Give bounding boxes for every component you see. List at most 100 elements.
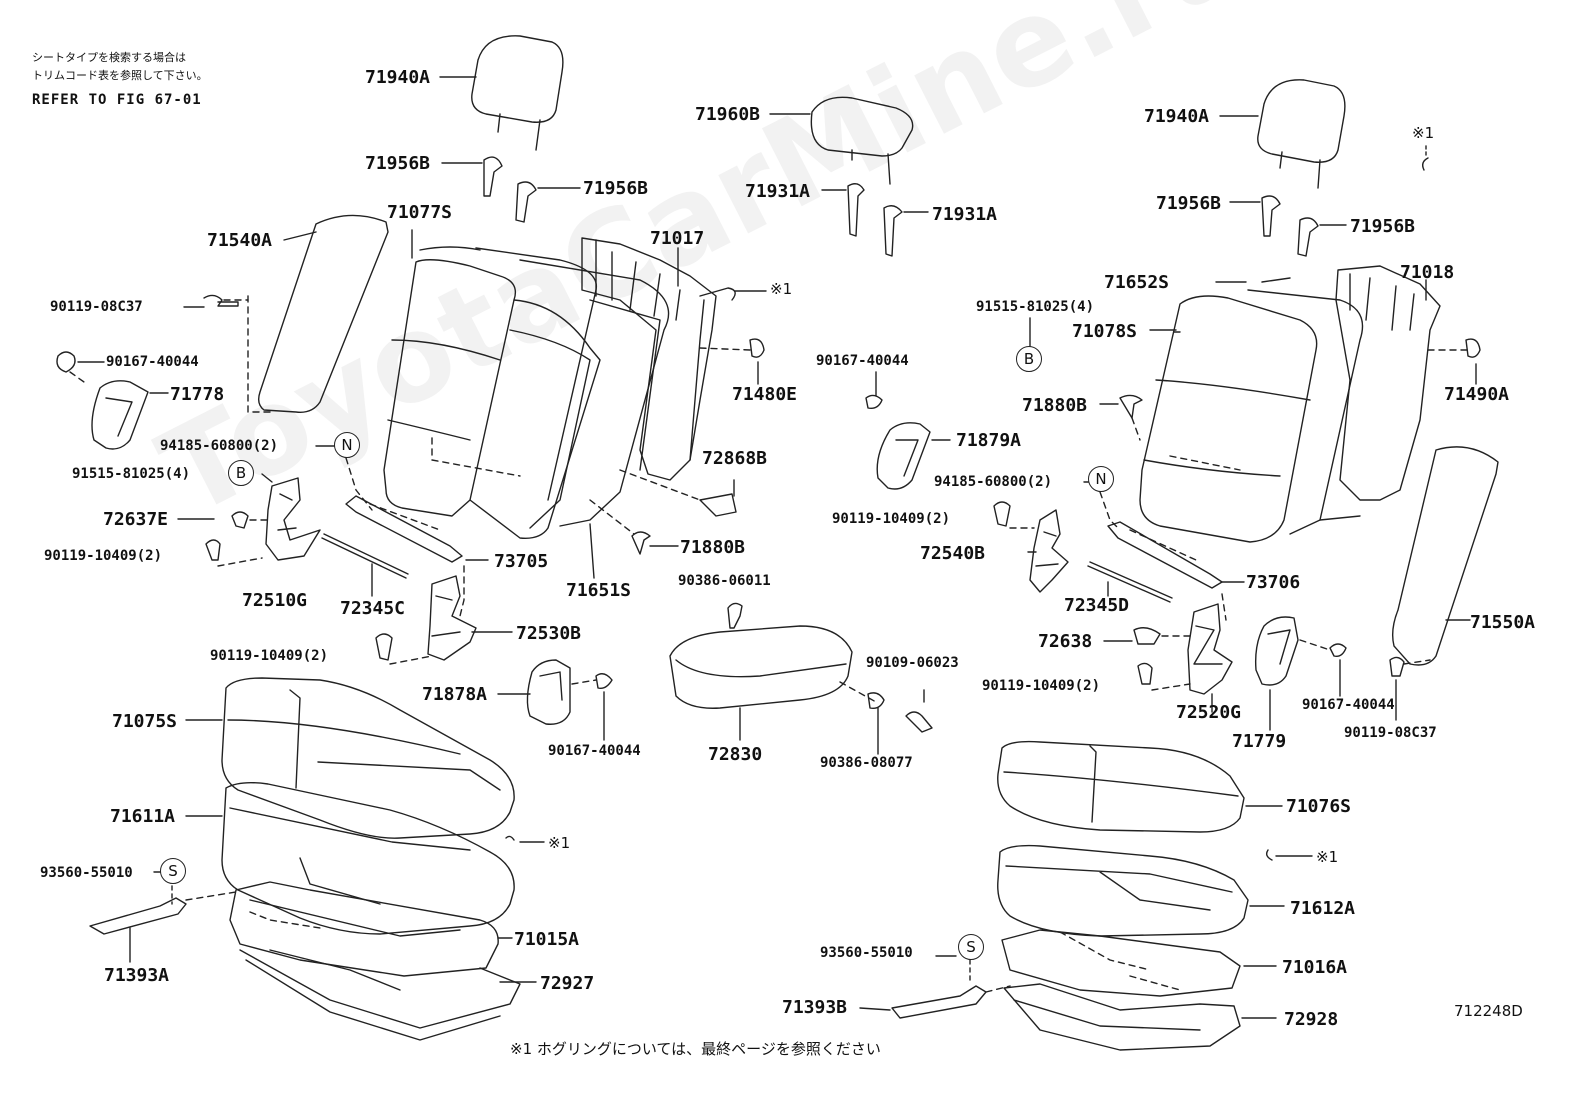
part-label: 71931A [932,204,998,225]
hinge-bracket-left-drawing [177,477,321,567]
part-label: 90386-06011 [678,573,771,589]
part-label: 71393A [104,965,170,986]
part-label: 71540A [207,230,273,251]
part-label: 73706 [1246,572,1301,593]
bolts-upper-left-drawing [56,294,249,383]
part-label: 71480E [732,384,798,405]
part-label: 71612A [1290,898,1356,919]
part-label: 94185-60800(2) [160,438,279,454]
part-label: 90119-10409(2) [982,678,1101,694]
headrest-right-drawing [1219,79,1346,189]
hog-ring-note-marker: ※1 [770,280,793,298]
headrest-left-drawing [439,35,564,151]
part-label: 71956B [583,178,649,199]
part-label: 71878A [422,684,488,705]
hog-ring-note-marker: ※1 [1412,124,1435,142]
belt-71393b-drawing [859,955,1011,1019]
part-label: 71956B [365,153,431,174]
part-label: 71015A [514,929,580,950]
part-label: 71490A [1444,384,1510,405]
part-label: 72928 [1284,1009,1339,1030]
part-label: 71611A [110,806,176,827]
clip-71880b-right-drawing [1099,394,1143,441]
cushion-cover-left-drawing [185,677,515,839]
part-label: 72345D [1064,595,1130,616]
cushion-frame-right-drawing [1001,929,1277,1051]
figure-number: 712248D [1454,1002,1523,1020]
part-label: 90119-10409(2) [210,648,329,664]
part-label: 94185-60800(2) [934,474,1053,490]
part-label: 71075S [112,711,178,732]
part-label: 90119-10409(2) [44,548,163,564]
part-label: 72830 [708,744,763,765]
hinge-72520g-drawing [1103,593,1233,713]
part-label: 72868B [702,448,768,469]
part-label: 71550A [1470,612,1536,633]
part-label: 90119-08C37 [1344,725,1437,741]
part-label: 73705 [494,551,549,572]
part-label: 90167-40044 [548,743,641,759]
side-bolster-right-drawing [1389,446,1499,721]
cover-71778-drawing [91,380,169,450]
part-label: 71018 [1400,262,1455,283]
note-line-2: トリムコード表を参照して下さい。 [32,69,208,82]
part-label: 90167-40044 [106,354,199,370]
cushion-frame-left-drawing [229,881,537,1041]
part-label: 71960B [695,104,761,125]
headrest-center-drawing [769,96,914,185]
part-label: 71940A [1144,106,1210,127]
rod-72345d-drawing [1087,561,1173,603]
cushion-pad-right-drawing [997,844,1313,937]
part-label: 72520G [1176,702,1242,723]
marker-s-left: S [160,858,186,884]
part-label: 71078S [1072,321,1138,342]
part-label: 72540B [920,543,986,564]
marker-s-right: S [958,934,984,960]
part-label: 91515-81025(4) [976,299,1095,315]
seatback-frame-left-drawing [581,237,767,481]
clip-71880b-left-drawing [589,499,679,555]
part-label: 90119-08C37 [50,299,143,315]
marker-b-right: B [1016,346,1042,372]
part-label: 72927 [540,973,595,994]
part-label: 71779 [1232,731,1287,752]
part-label: 71880B [1022,395,1088,416]
part-label: 71016A [1282,957,1348,978]
marker-n-left: N [334,432,360,458]
marker-b-left: B [228,460,254,486]
cushion-pad-left-drawing [185,781,545,935]
part-label: 72345C [340,598,406,619]
part-label: 71956B [1350,216,1416,237]
hog-ring-note-marker: ※1 [1316,848,1339,866]
headrest-guides-center [821,183,929,257]
hinge-bracket-right-drawing [993,501,1069,593]
side-bolster-left-drawing [247,214,389,413]
rod-72345c-drawing [321,533,409,597]
note-line-1: シートタイプを検索する場合は [32,51,186,64]
cushion-cover-right-drawing [997,740,1283,833]
part-label: 71778 [170,384,225,405]
seatback-left-drawing [383,229,670,539]
part-label: 72530B [516,623,582,644]
hog-ring-right-top [1421,145,1429,171]
part-label: 71393B [782,997,848,1018]
part-label: 91515-81025(4) [72,466,191,482]
hog-ring-note-marker: ※1 [548,834,571,852]
part-label: 71956B [1156,193,1222,214]
part-label: 71940A [365,67,431,88]
headrest-guides-left [441,156,581,223]
part-label: 90386-08077 [820,755,913,771]
part-label: 71931A [745,181,811,202]
cover-71879a-drawing [876,422,951,490]
refer-to-fig: REFER TO FIG 67-01 [32,92,202,108]
part-label: 72510G [242,590,308,611]
part-label: 72638 [1038,631,1093,652]
part-label: 90167-40044 [1302,697,1395,713]
cover-71878a-drawing [497,659,613,741]
part-label: 90119-10409(2) [832,511,951,527]
part-label: 71077S [387,202,453,223]
part-label: 71880B [680,537,746,558]
part-label: 93560-55010 [820,945,913,961]
seatback-right-drawing [1139,277,1364,543]
